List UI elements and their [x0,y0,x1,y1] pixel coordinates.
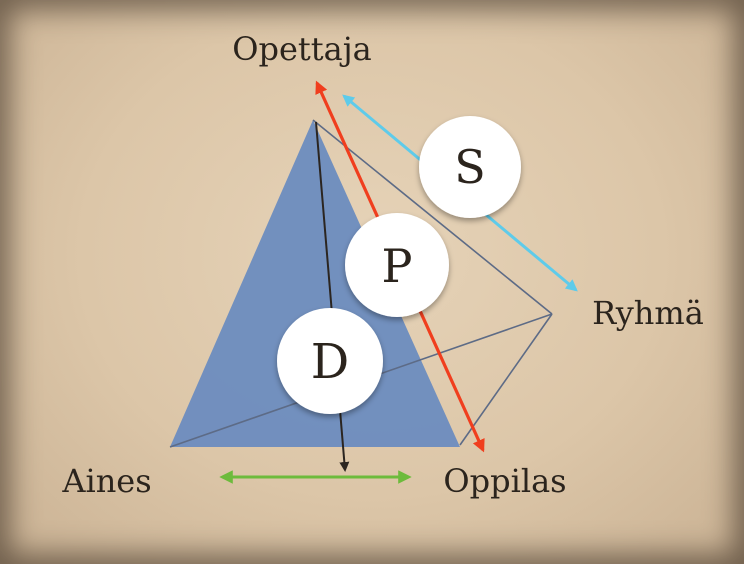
edge-right-bottom [459,313,553,446]
label-aines: Aines [61,462,151,500]
circle-d-letter: D [311,334,349,390]
circle-s [419,116,521,218]
circle-s-letter: S [454,140,486,194]
label-opettaja: Opettaja [232,30,371,68]
circle-d [277,308,383,414]
circle-p [345,213,449,317]
label-ryhma: Ryhmä [592,294,704,332]
circle-p-letter: P [382,239,413,293]
label-oppilas: Oppilas [443,462,566,500]
